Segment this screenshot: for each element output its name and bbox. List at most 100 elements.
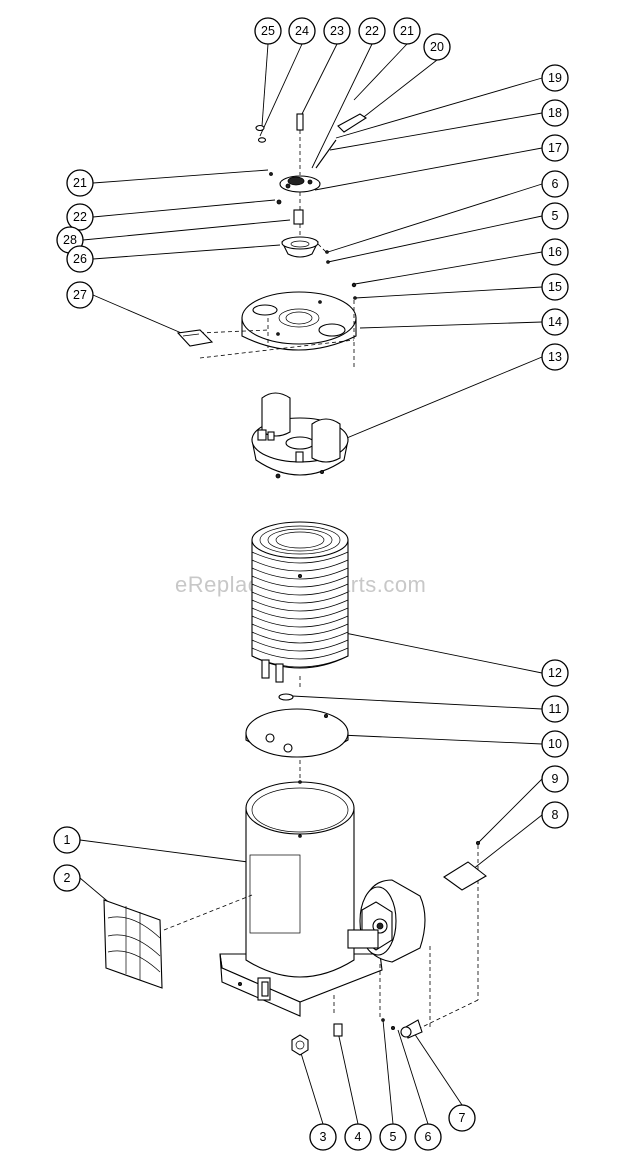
coil-ring bbox=[251, 559, 349, 572]
part-13-baffle bbox=[251, 392, 349, 479]
part-27-label bbox=[176, 329, 214, 347]
callout-17: 17 bbox=[541, 134, 569, 162]
callout-label: 13 bbox=[548, 350, 562, 364]
callout-label: 22 bbox=[73, 210, 87, 224]
callout-label: 8 bbox=[552, 808, 559, 822]
callout-2: 2 bbox=[53, 864, 81, 892]
callout-label: 2 bbox=[64, 871, 71, 885]
callout-circle bbox=[393, 17, 421, 45]
part-24-washer bbox=[257, 137, 267, 143]
coil-ring bbox=[251, 551, 349, 564]
callout-circle bbox=[423, 33, 451, 61]
callout-circle bbox=[288, 17, 316, 45]
callout-26: 26 bbox=[66, 245, 94, 273]
callout-circle bbox=[358, 17, 386, 45]
coil-ring bbox=[251, 591, 349, 604]
callout-circle bbox=[414, 1123, 442, 1151]
callout-label: 28 bbox=[63, 233, 77, 247]
callout-6: 6 bbox=[541, 170, 569, 198]
callout-label: 22 bbox=[365, 24, 379, 38]
coil-ring bbox=[251, 567, 349, 580]
callout-circle bbox=[541, 64, 569, 92]
coil-ring bbox=[251, 607, 349, 620]
callout-circle bbox=[379, 1123, 407, 1151]
callout-label: 6 bbox=[552, 177, 559, 191]
callout-label: 5 bbox=[390, 1130, 397, 1144]
callout-10: 10 bbox=[541, 730, 569, 758]
callout-label: 7 bbox=[459, 1111, 466, 1125]
callout-label: 16 bbox=[548, 245, 562, 259]
callout-label: 26 bbox=[73, 252, 87, 266]
callout-circle bbox=[541, 801, 569, 829]
callout-label: 21 bbox=[400, 24, 414, 38]
callout-label: 1 bbox=[64, 833, 71, 847]
callout-circle bbox=[541, 308, 569, 336]
callout-circle bbox=[344, 1123, 372, 1151]
callout-label: 20 bbox=[430, 40, 444, 54]
callout-circle bbox=[323, 17, 351, 45]
part-20-lever bbox=[337, 113, 368, 133]
callout-27: 27 bbox=[66, 281, 94, 309]
part-3-nut bbox=[291, 1034, 309, 1056]
callout-label: 27 bbox=[73, 288, 87, 302]
part-2-insulation bbox=[103, 899, 163, 989]
callout-circle bbox=[541, 273, 569, 301]
callout-circle bbox=[541, 343, 569, 371]
callout-19: 19 bbox=[541, 64, 569, 92]
coil-ring bbox=[251, 647, 349, 660]
callout-12: 12 bbox=[541, 659, 569, 687]
callout-circle bbox=[541, 170, 569, 198]
part-10-plate bbox=[245, 708, 349, 780]
callout-13: 13 bbox=[541, 343, 569, 371]
callout-15: 15 bbox=[541, 273, 569, 301]
part-6-washer bbox=[390, 1026, 395, 1031]
callout-circle bbox=[53, 826, 81, 854]
callout-22: 22 bbox=[358, 17, 386, 45]
callout-8: 8 bbox=[541, 801, 569, 829]
side-motor bbox=[347, 845, 479, 1029]
bottom-fasteners bbox=[291, 1018, 423, 1056]
coil-ring bbox=[251, 639, 349, 652]
callout-circle bbox=[309, 1123, 337, 1151]
callout-label: 14 bbox=[548, 315, 562, 329]
part-9-screw bbox=[475, 841, 480, 846]
callout-circle bbox=[66, 281, 94, 309]
callout-1: 1 bbox=[53, 826, 81, 854]
callout-label: 9 bbox=[552, 772, 559, 786]
part-25-ring bbox=[255, 124, 265, 132]
callout-circle bbox=[66, 203, 94, 231]
callout-circle bbox=[541, 99, 569, 127]
callout-circle bbox=[541, 134, 569, 162]
callout-4: 4 bbox=[344, 1123, 372, 1151]
callout-label: 19 bbox=[548, 71, 562, 85]
callout-18: 18 bbox=[541, 99, 569, 127]
callout-14: 14 bbox=[541, 308, 569, 336]
callout-label: 23 bbox=[330, 24, 344, 38]
callout-3: 3 bbox=[309, 1123, 337, 1151]
coil-ring bbox=[251, 631, 349, 644]
callout-circle bbox=[66, 245, 94, 273]
callout-label: 11 bbox=[549, 702, 562, 716]
callout-21: 21 bbox=[393, 17, 421, 45]
callout-16: 16 bbox=[541, 238, 569, 266]
callout-7: 7 bbox=[448, 1104, 476, 1132]
callout-label: 4 bbox=[355, 1130, 362, 1144]
part-8-label bbox=[443, 861, 487, 891]
callout-label: 3 bbox=[320, 1130, 327, 1144]
callout-22: 22 bbox=[66, 203, 94, 231]
part-5-screw bbox=[381, 1018, 385, 1022]
callout-21: 21 bbox=[66, 169, 94, 197]
callout-circle bbox=[541, 238, 569, 266]
callout-circle bbox=[541, 730, 569, 758]
coil-ring bbox=[251, 583, 349, 596]
callout-label: 15 bbox=[548, 280, 562, 294]
part-14-lid bbox=[199, 282, 357, 368]
callout-label: 24 bbox=[295, 24, 309, 38]
callout-circle bbox=[541, 202, 569, 230]
top-valve-assembly bbox=[255, 113, 368, 264]
callout-5: 5 bbox=[379, 1123, 407, 1151]
callout-circle bbox=[541, 765, 569, 793]
callout-circle bbox=[541, 659, 569, 687]
part-28-fitting bbox=[293, 209, 304, 225]
